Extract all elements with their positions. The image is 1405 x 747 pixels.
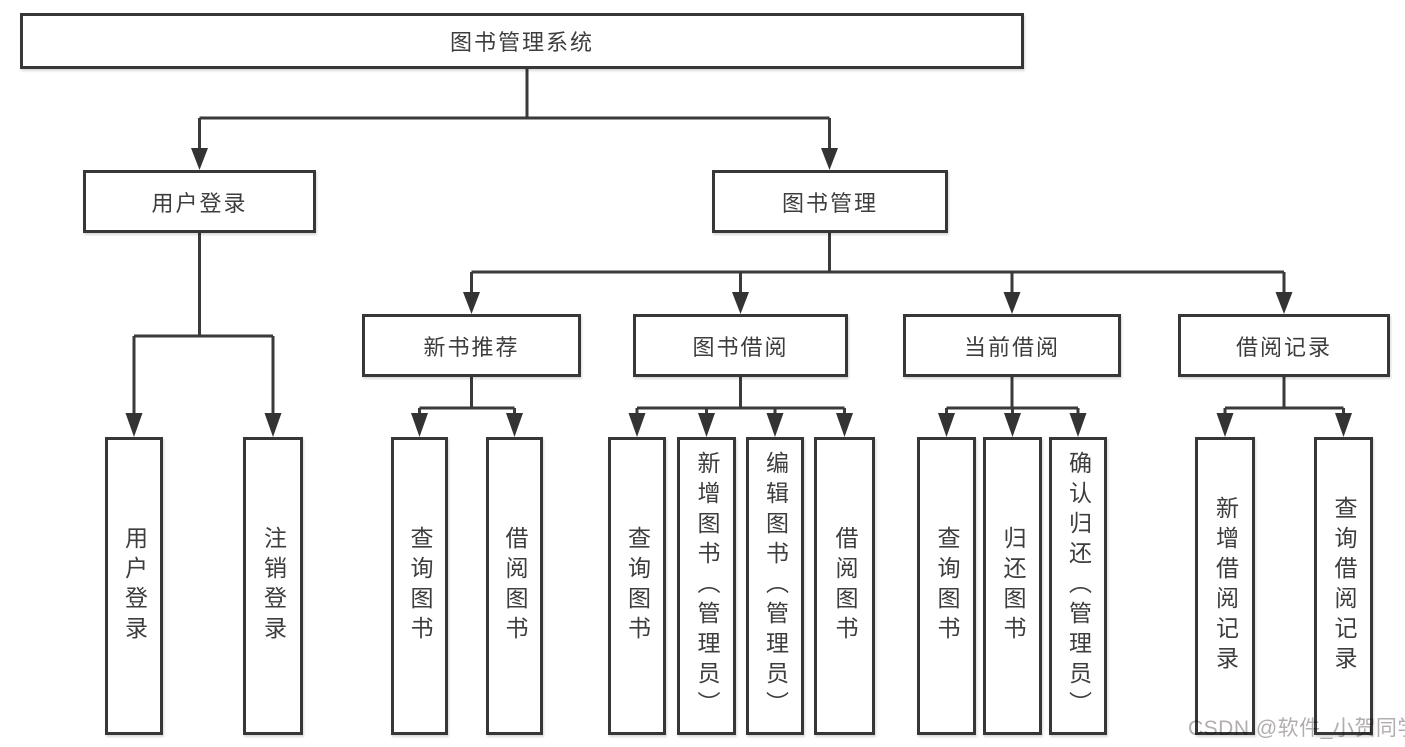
arrowheads — [125, 148, 1352, 437]
arrow-down-icon — [191, 148, 208, 170]
arrow-down-icon — [766, 413, 784, 437]
leaf-query-books-borrowing: 查询图书 — [608, 437, 666, 735]
arrow-down-icon — [125, 413, 143, 437]
leaf-user-login: 用户登录 — [105, 437, 163, 735]
leaf-confirm-return-admin: 确认归还（管理员） — [1049, 437, 1107, 735]
leaf-logout: 注销登录 — [243, 437, 303, 735]
arrow-down-icon — [821, 148, 838, 170]
arrow-down-icon — [463, 292, 480, 314]
leaf-query-borrow-record: 查询借阅记录 — [1314, 437, 1373, 735]
leaf-query-books-current: 查询图书 — [917, 437, 976, 735]
arrow-down-icon — [1069, 413, 1087, 437]
node-borrow-records: 借阅记录 — [1178, 314, 1390, 377]
arrow-down-icon — [1003, 292, 1021, 314]
node-user-login: 用户登录 — [83, 170, 316, 233]
arrow-down-icon — [1216, 413, 1234, 437]
leaf-query-books-recommend: 查询图书 — [391, 437, 448, 735]
arrow-down-icon — [506, 413, 523, 437]
node-book-borrowing: 图书借阅 — [633, 314, 848, 377]
leaf-add-borrow-record: 新增借阅记录 — [1195, 437, 1255, 735]
arrow-down-icon — [732, 292, 749, 314]
arrow-down-icon — [836, 413, 853, 437]
leaf-edit-book-admin: 编辑图书（管理员） — [746, 437, 804, 735]
arrow-down-icon — [628, 413, 646, 437]
node-new-book-recommend: 新书推荐 — [362, 314, 581, 377]
csdn-watermark: CSDN @软件_小贺同学 — [1188, 717, 1405, 740]
arrow-down-icon — [1004, 413, 1021, 437]
arrow-down-icon — [938, 413, 955, 437]
arrow-down-icon — [264, 413, 282, 437]
leaf-borrow-books-recommend: 借阅图书 — [486, 437, 543, 735]
node-book-management: 图书管理 — [712, 170, 948, 233]
arrow-down-icon — [1335, 413, 1352, 437]
leaf-borrow-books: 借阅图书 — [814, 437, 875, 735]
leaf-return-books: 归还图书 — [983, 437, 1042, 735]
arrow-down-icon — [1275, 292, 1293, 314]
leaf-add-book-admin: 新增图书（管理员） — [677, 437, 736, 735]
arrow-down-icon — [411, 413, 428, 437]
node-current-borrowing: 当前借阅 — [903, 314, 1121, 377]
node-library-system: 图书管理系统 — [20, 13, 1024, 69]
arrow-down-icon — [698, 413, 715, 437]
